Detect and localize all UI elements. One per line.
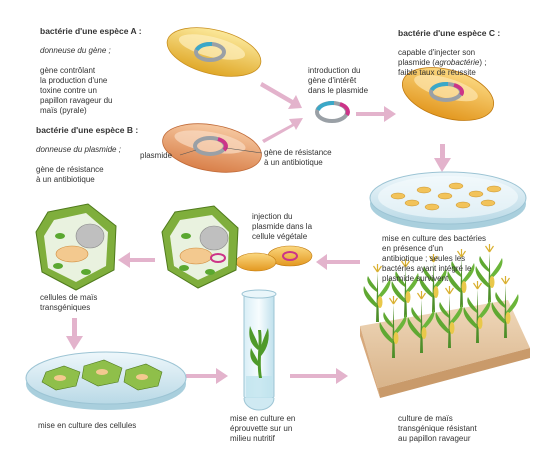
corn-plant — [379, 296, 407, 358]
arrow-dish-to-injection — [316, 254, 360, 270]
label-bacterium-a-title: bactérie d'une espèce A : — [40, 26, 142, 36]
arrow-dish-to-tube — [186, 368, 228, 384]
label-mise-culture-eprouvette: mise en culture en éprouvette sur un mil… — [230, 414, 296, 443]
petri-dish-cells — [25, 351, 187, 410]
plasmid-ring-b-icon — [193, 136, 228, 156]
plasmid-ring-a-icon — [194, 41, 226, 62]
plant-cell-transgenic — [35, 203, 117, 291]
label-bacterium-b-role: donneuse du plasmide ; — [36, 145, 121, 154]
corn-plant — [463, 281, 491, 343]
test-tube — [241, 289, 277, 411]
label-bacterium-b: bactérie d'une espèce B : donneuse du pl… — [36, 115, 138, 195]
plasmide-leader-line — [179, 149, 197, 156]
arrow-cells-down — [66, 318, 83, 350]
label-bacterium-c-desc-pre: capable d'injecter son plasmide ( — [398, 48, 476, 67]
corn-plant — [391, 259, 419, 317]
label-cellules-mais: cellules de maïs transgéniques — [40, 293, 98, 312]
label-injection: injection du plasmide dans la cellule vé… — [252, 212, 313, 241]
label-introduction: introduction du gène d'intérêt dans le p… — [308, 66, 369, 95]
arrow-intro-to-c — [356, 106, 396, 122]
bacterium-c — [401, 67, 495, 121]
arrow-cells-left — [118, 252, 155, 268]
gene-resistance-leader-line — [225, 147, 263, 154]
label-bacterium-c-title: bactérie d'une espèce C : — [398, 28, 501, 38]
bacterium-a — [166, 27, 262, 77]
corn-plant — [435, 286, 463, 348]
flow-arrows — [66, 82, 451, 384]
arrow-a-to-intro — [260, 82, 302, 109]
label-bacterium-b-desc: gène de résistance à un antibiotique — [36, 165, 104, 184]
plant-cell-injected — [161, 205, 239, 289]
corn-field — [360, 244, 530, 398]
plasmid-ring-c-icon — [429, 81, 465, 102]
arrow-b-to-intro — [262, 118, 303, 143]
label-gene-resistance: gène de résistance à un antibiotique — [264, 148, 332, 167]
label-bacterium-a-desc: gène contrôlant la production d'une toxi… — [40, 66, 113, 115]
corn-plants — [363, 244, 519, 358]
label-culture-mais: culture de maïs transgénique résistant a… — [398, 414, 477, 443]
label-bacterium-c: bactérie d'une espèce C : capable d'inje… — [398, 18, 500, 88]
corn-plant — [407, 291, 435, 353]
label-plasmide: plasmide — [140, 151, 173, 160]
label-bacterium-c-desc-italic: agrobactérie — [434, 58, 480, 67]
arrow-c-to-dish — [434, 144, 451, 172]
label-bacterium-a-role: donneuse du gène ; — [40, 46, 111, 55]
corn-plant — [491, 276, 519, 338]
corn-plant — [475, 244, 503, 302]
label-bacterium-a: bactérie d'une espèce A : donneuse du gè… — [40, 16, 142, 126]
corn-plant — [363, 264, 391, 322]
label-mise-culture-cellules: mise en culture des cellules — [38, 421, 137, 430]
injecting-bacteria — [235, 245, 313, 272]
petri-dish-bacteria — [369, 171, 527, 230]
label-bacterium-c-desc-post: ) ; faible taux de réussite — [398, 58, 487, 77]
arrow-tube-to-field — [290, 368, 348, 384]
label-mise-culture-bacteries: mise en culture des bactéries en présenc… — [382, 234, 487, 283]
seedling-icon — [249, 326, 269, 378]
bacterium-b — [162, 123, 263, 173]
corn-plant — [419, 254, 447, 312]
recombinant-plasmid-icon — [315, 100, 350, 123]
corn-plant — [447, 249, 475, 307]
label-bacterium-b-title: bactérie d'une espèce B : — [36, 125, 139, 135]
